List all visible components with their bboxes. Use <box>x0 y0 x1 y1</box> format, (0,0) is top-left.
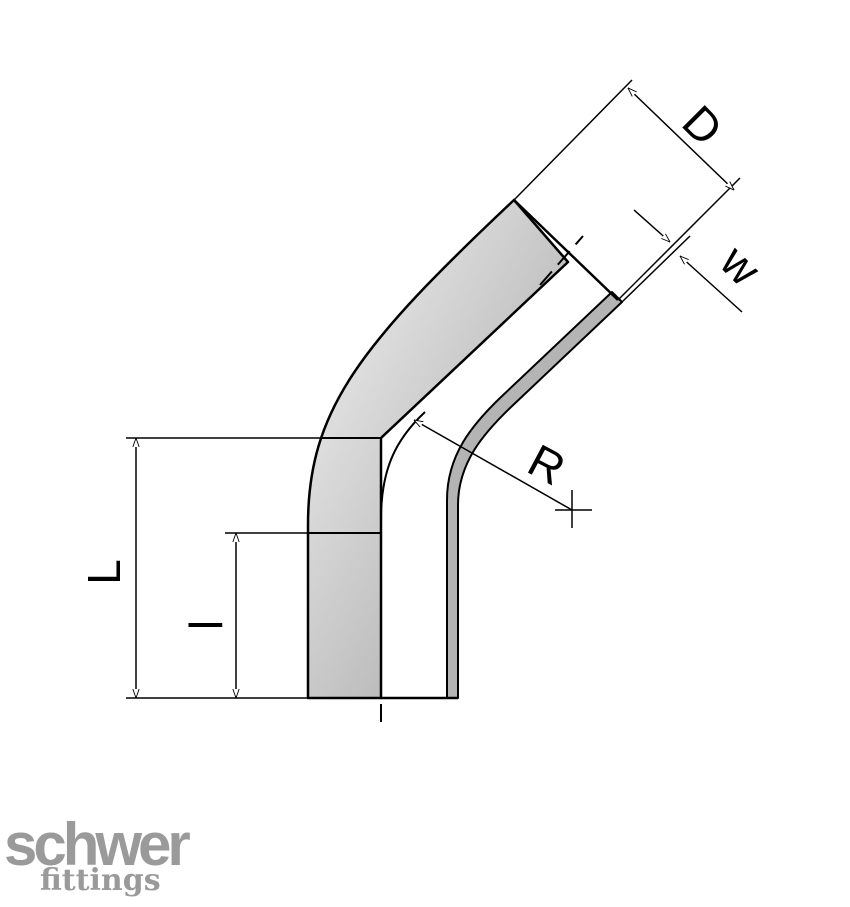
r-label: R <box>520 434 574 496</box>
w-label: w <box>710 234 772 296</box>
d-label: D <box>673 95 733 155</box>
d-extension-1 <box>513 79 633 201</box>
w-leader-2 <box>680 256 743 313</box>
logo-brand: schwer <box>4 811 191 878</box>
logo-sub: fittings <box>40 863 161 898</box>
big-l-label: L <box>78 559 130 585</box>
w-extension <box>621 235 691 303</box>
pipe-wall-profile <box>446 291 623 699</box>
w-leader-1 <box>633 209 670 242</box>
small-l-label: l <box>180 620 232 630</box>
d-extension-2 <box>617 177 741 301</box>
d-dimension-line <box>628 88 734 190</box>
center-axis-top <box>539 235 584 286</box>
r-dimension-line <box>414 420 573 511</box>
schwer-fittings-logo: schwer fittings <box>4 810 204 905</box>
bend-section-shaded <box>306 198 570 700</box>
top-end-face <box>513 199 619 301</box>
